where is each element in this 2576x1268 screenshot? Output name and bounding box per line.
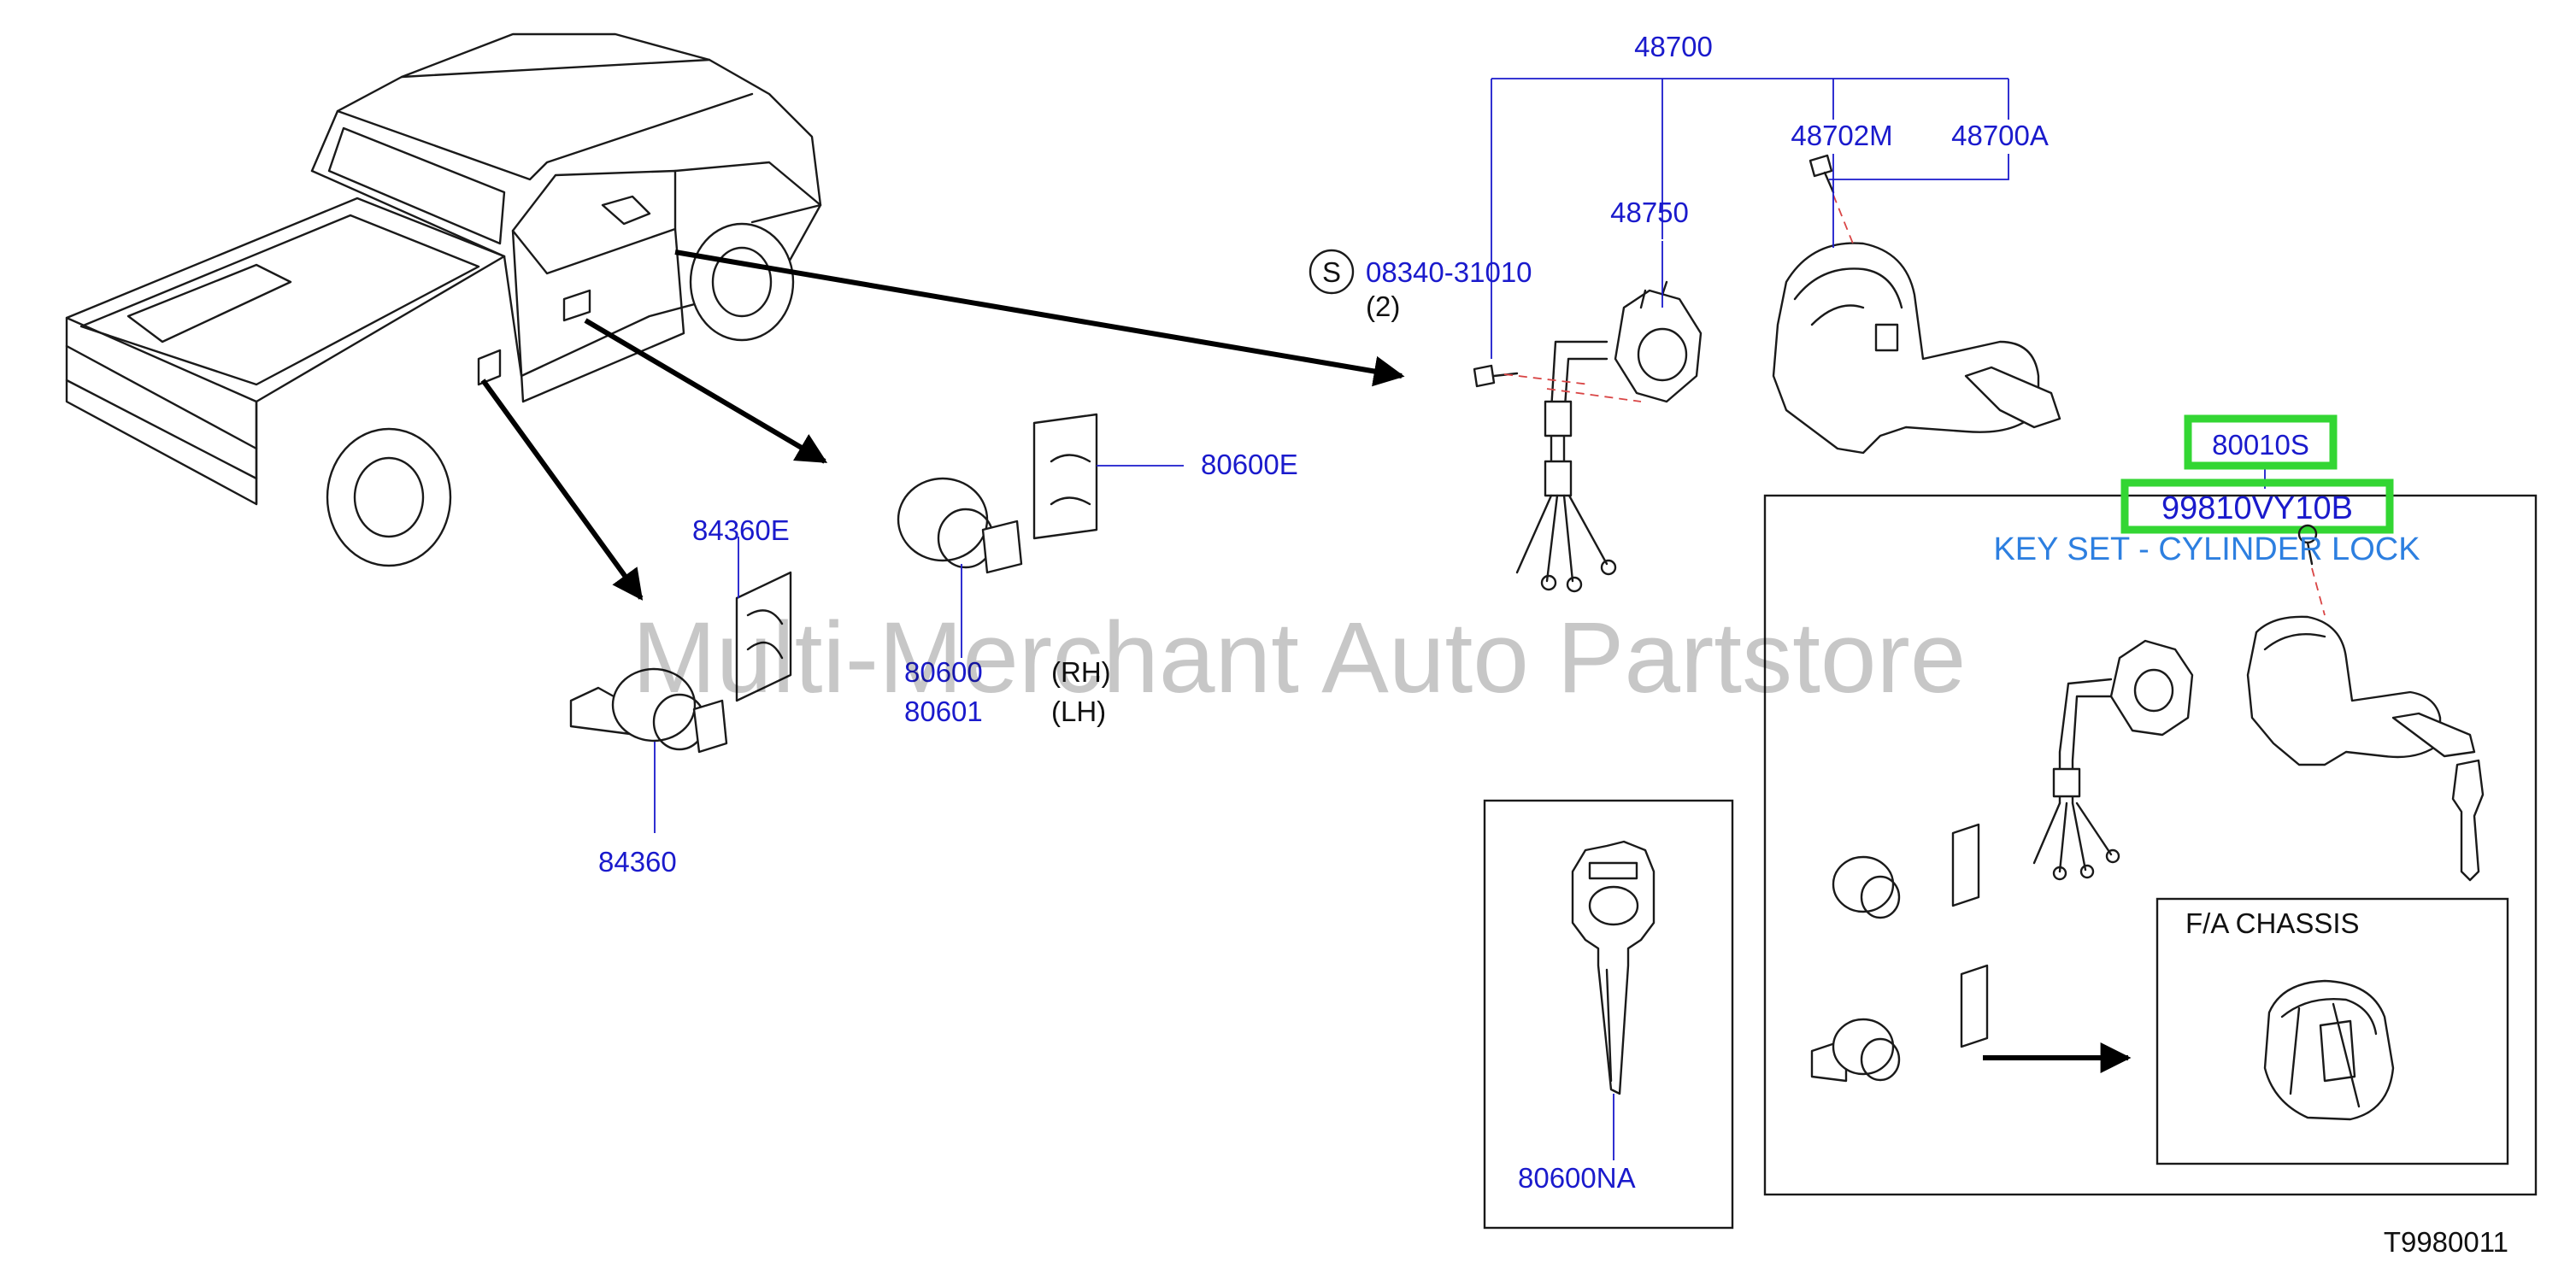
label-80600-rh: (RH) [1051,656,1111,688]
fa-chassis-box [2155,897,2509,1165]
door-lock-cylinder [897,413,1098,574]
kit-name-label: KEY SET - CYLINDER LOCK [1993,531,2420,567]
highlight-80010S [2184,414,2338,470]
kit-door-lock [1832,823,1980,919]
diagram-code: T9980011 [2384,1226,2508,1258]
label-80600: 80600 [904,656,983,688]
watermark: Multi-Merchant Auto Partstore [632,602,1967,714]
kit-ignition-switch [2032,639,2194,881]
standard-part-symbol [1309,249,1355,295]
label-80010S[interactable]: 80010S [2212,429,2309,461]
screw-48700A-icon [1808,154,1835,194]
key-blank-illustration [1571,840,1656,1095]
label-80601: 80601 [904,696,983,727]
label-84360E: 84360E [692,514,790,546]
label-08340-qty: (2) [1366,291,1400,322]
label-80600E: 80600E [1201,449,1298,480]
label-80601-lh: (LH) [1051,696,1106,727]
fa-chassis-label: F/A CHASSIS [2185,907,2360,939]
key-blank-box [1483,799,1734,1230]
arrow-to-door-lock [584,318,828,464]
pickup-truck-illustration [65,32,822,567]
ignition-lock-housing [1772,242,2061,455]
label-08340-31010: 08340-31010 [1366,256,1532,288]
key-set-kit-box [1763,494,2538,1196]
label-84360: 84360 [598,846,677,878]
label-48700A: 48700A [1951,120,2049,151]
arrow-to-ignition [674,249,1405,387]
label-80600NA: 80600NA [1518,1162,1636,1194]
label-99810VY10B[interactable]: 99810VY10B [2161,490,2353,526]
ignition-switch [1515,280,1703,593]
kit-ignition-housing [2246,524,2485,882]
highlight-99810VY10B [2120,478,2394,534]
label-standard-symbol: S [1322,256,1341,288]
label-48700: 48700 [1634,31,1713,62]
kit-tailgate-lock [1810,964,1989,1083]
label-48750: 48750 [1610,197,1689,228]
fa-chassis-lock-illustration [2263,979,2395,1121]
label-48702M: 48702M [1791,120,1892,151]
screw-08340-icon [1473,364,1519,388]
tailgate-lock-cylinder [569,571,792,754]
arrow-to-tailgate-lock [480,379,644,601]
